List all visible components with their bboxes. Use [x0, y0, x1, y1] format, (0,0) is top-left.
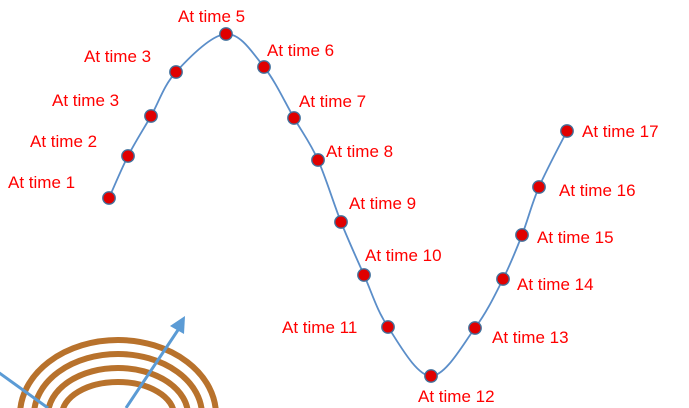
time-point-marker — [311, 153, 325, 167]
time-points — [102, 27, 574, 383]
time-point-label: At time 17 — [582, 122, 659, 141]
time-point-label: At time 14 — [517, 275, 594, 294]
concentric-rings — [17, 337, 219, 408]
time-point-marker — [560, 124, 574, 138]
time-point-label: At time 7 — [299, 92, 366, 111]
time-point-label: At time 6 — [267, 41, 334, 60]
arrows — [0, 316, 185, 408]
time-point-marker — [496, 272, 510, 286]
time-point-label: At time 3 — [52, 91, 119, 110]
time-point-label: At time 16 — [559, 181, 636, 200]
time-point-marker — [334, 215, 348, 229]
time-labels: At time 1 At time 2 At time 3 At time 3 At t… — [8, 7, 659, 406]
ring-outer — [17, 337, 219, 408]
time-point-marker — [515, 228, 529, 242]
time-point-label: At time 15 — [537, 228, 614, 247]
ring-second — [31, 351, 205, 408]
time-point-marker — [287, 111, 301, 125]
time-point-label: At time 2 — [30, 132, 97, 151]
time-point-marker — [257, 60, 271, 74]
time-point-label: At time 13 — [492, 328, 569, 347]
time-point-marker — [357, 268, 371, 282]
time-point-label: At time 11 — [282, 318, 357, 337]
time-point-label: At time 5 — [178, 7, 245, 26]
time-point-label: At time 9 — [349, 194, 416, 213]
arrow-up-head — [170, 316, 185, 334]
time-point-marker — [468, 321, 482, 335]
time-point-marker — [219, 27, 233, 41]
time-point-marker — [102, 191, 116, 205]
arrow-left-shaft — [0, 371, 49, 408]
time-point-marker — [144, 109, 158, 123]
time-point-label: At time 1 — [8, 173, 75, 192]
time-point-label: At time 10 — [365, 246, 442, 265]
time-point-marker — [381, 320, 395, 334]
time-point-marker — [424, 369, 438, 383]
arrow-up-shaft — [124, 323, 184, 408]
ring-third — [45, 365, 191, 408]
time-point-label: At time 3 — [84, 47, 151, 66]
time-point-marker — [532, 180, 546, 194]
time-point-label: At time 12 — [418, 387, 495, 406]
ring-inner — [60, 379, 176, 408]
time-point-label: At time 8 — [326, 142, 393, 161]
time-point-marker — [169, 65, 183, 79]
time-point-marker — [121, 149, 135, 163]
